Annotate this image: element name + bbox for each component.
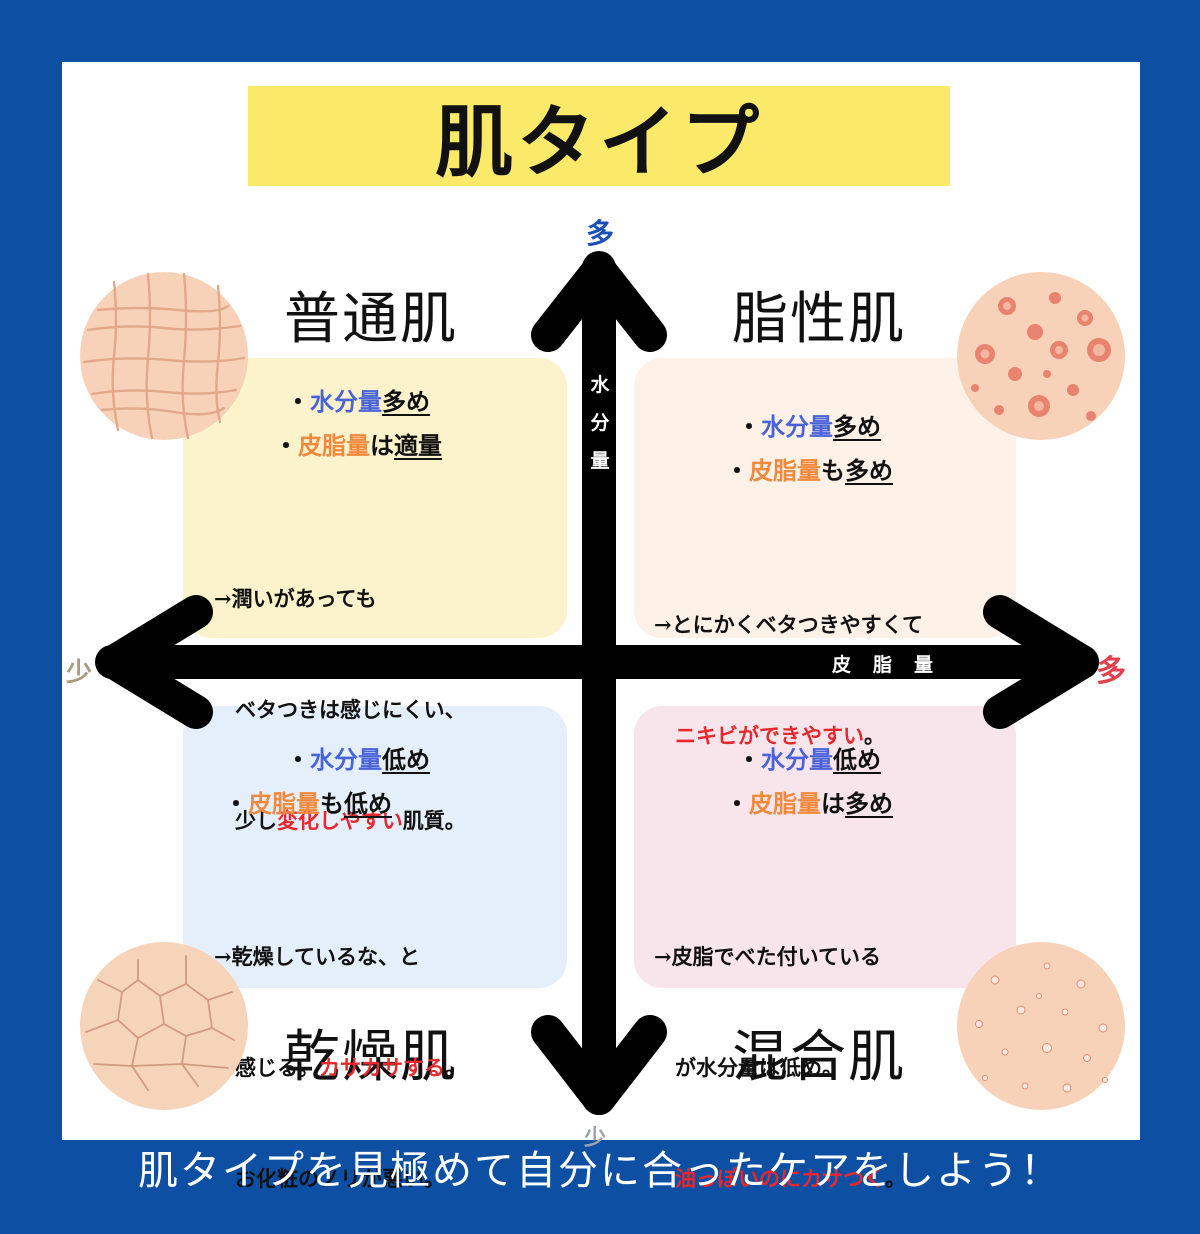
description-line: が水分量は低め。 [654,1055,843,1080]
title-banner: 肌タイプ [248,86,950,188]
dry-skin-description: →乾燥しているな、と 感じる。カサカサする。 お化粧のノリが悪い。 [214,864,466,1234]
bullet-sebum: ・皮脂量も低め [224,790,392,818]
description-line: お化粧のノリが悪い。 [214,1166,445,1191]
oily-skin-bullets: ・水分量多め ・皮脂量も多め [725,405,893,493]
normal-skin-bullets: ・水分量多め ・皮脂量は適量 [274,380,442,468]
vertical-axis-bottom-arrowhead [531,1015,667,1115]
normal-skin-box [183,358,567,638]
vertical-axis-top-arrowhead [531,253,667,352]
combination-skin-bullets: ・水分量低め ・皮脂量は多め [725,738,893,826]
dry-skin-texture-icon [80,942,248,1110]
axes-arrows [95,251,1099,1115]
combination-skin-description: →皮脂でべた付いている が水分量は低め。 油っぽいのにカサつく。 [654,864,906,1234]
combination-skin-texture-icon [957,942,1125,1110]
description-line: 感じる。カサカサする。 [214,1055,466,1080]
combination-skin-title: 混合肌 [732,1025,906,1090]
description-line: 油っぽいのにカサつく。 [654,1166,906,1191]
description-line: ニキビができやすい。 [654,723,885,748]
bullet-moisture: ・水分量多め [737,413,881,441]
vertical-axis-char: 水 [590,374,610,396]
dry-skin-box [183,706,567,988]
page-title: 肌タイプ [434,98,763,188]
vertical-axis-high-label: 多 [586,217,615,250]
horizontal-axis-high-label: 多 [1096,654,1126,689]
vertical-axis-low-label: 少 [584,1126,607,1151]
normal-skin-texture-icon [80,272,248,440]
bullet-sebum: ・皮脂量は多め [725,790,893,818]
description-line: →潤いがあっても [214,586,377,611]
oily-skin-box [634,358,1016,638]
dry-skin-bullets: ・水分量低め ・皮脂量も低め [224,738,430,826]
horizontal-axis-right-arrowhead [983,595,1099,729]
horizontal-axis-left-arrowhead [97,595,213,729]
description-line: →乾燥しているな、と [214,944,420,969]
oily-skin-texture-icon [957,272,1125,440]
vertical-axis-name: 水 分 量 [588,366,612,480]
horizontal-axis-name: 皮脂量 [832,654,956,676]
vertical-axis-char: 量 [590,450,610,472]
footer-caption: 肌タイプを見極めて自分に合ったケアをしよう！ [138,1148,1062,1194]
dry-skin-title: 乾燥肌 [284,1025,458,1090]
combination-skin-box [634,706,1016,988]
bullet-sebum: ・皮脂量は適量 [274,432,442,460]
oily-skin-title: 脂性肌 [732,287,906,352]
description-line: ベタつきは感じにくい、 [214,697,466,722]
description-line: →皮脂でべた付いている [654,944,881,969]
bullet-moisture: ・水分量低め [737,746,881,774]
description-line: 少し変化しやすい肌質。 [214,808,466,833]
vertical-axis-char: 分 [590,412,610,434]
bullet-moisture: ・水分量低め [286,746,430,774]
bullet-sebum: ・皮脂量も多め [725,457,893,485]
normal-skin-description: →潤いがあっても ベタつきは感じにくい、 少し変化しやすい肌質。 [214,506,466,876]
horizontal-axis-low-label: 少 [66,658,93,688]
bullet-moisture: ・水分量多め [286,388,430,416]
oily-skin-description: →とにかくベタつきやすくて ニキビができやすい。 [654,532,923,791]
description-line: →とにかくベタつきやすくて [654,612,923,637]
normal-skin-title: 普通肌 [284,287,458,352]
